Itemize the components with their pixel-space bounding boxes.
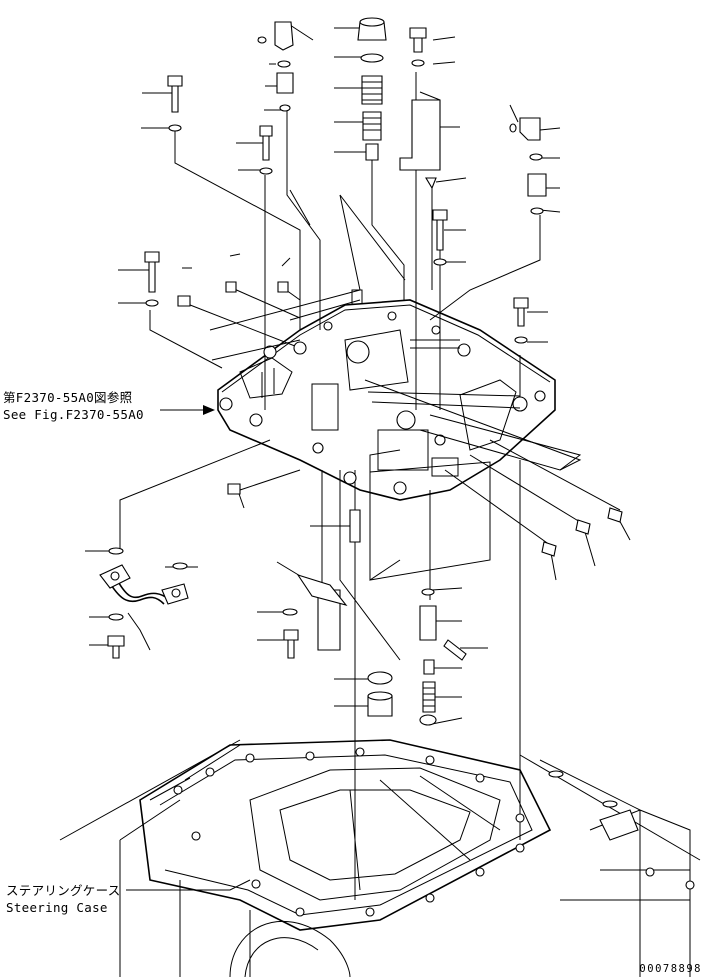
- steering-case-label-en: Steering Case: [6, 900, 108, 915]
- lower-parts: [99, 461, 623, 726]
- document-number: 00078898: [639, 963, 702, 975]
- reference-arrow: [203, 405, 215, 415]
- valve-body: [211, 289, 582, 501]
- steering-case: [119, 739, 695, 977]
- reference-label-jp: 第F2370-55A0図参照: [3, 390, 133, 405]
- reference-label-en: See Fig.F2370-55A0: [3, 407, 144, 422]
- steering-case-label-jp: ステアリングケース: [6, 883, 121, 898]
- top-parts: [144, 17, 547, 344]
